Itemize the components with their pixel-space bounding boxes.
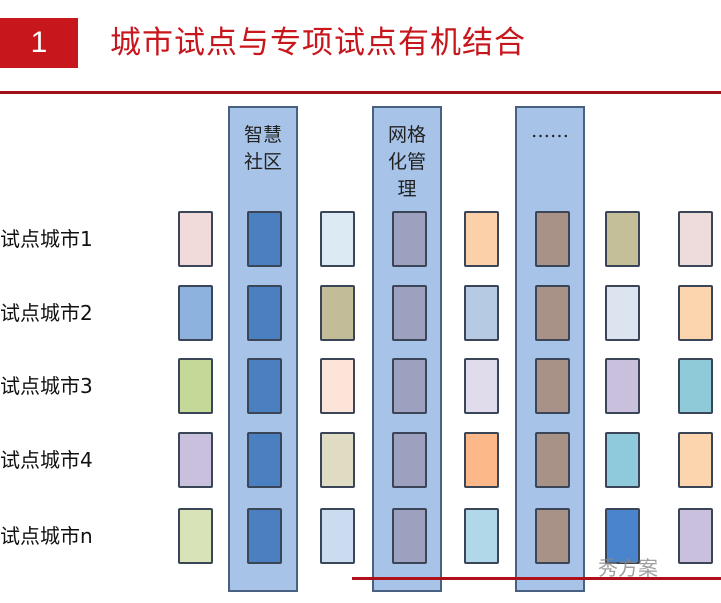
grid-cell [247,285,282,341]
grid-cell [392,508,427,564]
grid-cell [464,285,499,341]
grid-cell [392,285,427,341]
grid-cell [464,432,499,488]
grid-cell [678,432,713,488]
grid-cell [535,508,570,564]
grid-cell [178,432,213,488]
slide-title: 城市试点与专项试点有机结合 [110,25,526,61]
row-label: 试点城市4 [0,448,93,472]
grid-cell [247,432,282,488]
grid-cell [678,358,713,414]
grid-cell [392,358,427,414]
grid-cell [464,508,499,564]
grid-cell [178,211,213,267]
band-label: 网格 化管 理 [387,124,426,200]
grid-cell [320,285,355,341]
grid-cell [535,285,570,341]
grid-cell [678,285,713,341]
grid-cell [678,508,713,564]
bottom-divider [352,577,721,580]
grid-cell [320,211,355,267]
grid-cell [605,211,640,267]
grid-cell [247,211,282,267]
band-grid-management: 网格 化管 理 [372,106,442,592]
watermark: 秀方案 [598,556,658,580]
row-label: 试点城市1 [0,227,93,251]
grid-cell [320,358,355,414]
title-divider [0,91,721,94]
grid-cell [392,432,427,488]
grid-cell [178,285,213,341]
grid-cell [678,211,713,267]
grid-cell [464,358,499,414]
grid-cell [320,508,355,564]
grid-cell [605,285,640,341]
band-label: …… [531,120,569,142]
grid-cell [464,211,499,267]
grid-cell [535,358,570,414]
grid-cell [178,358,213,414]
grid-cell [392,211,427,267]
grid-cell [535,432,570,488]
grid-cell [605,432,640,488]
row-label: 试点城市3 [0,374,93,398]
section-number: 1 [0,18,78,68]
grid-cell [320,432,355,488]
grid-cell [535,211,570,267]
grid-cell [605,358,640,414]
band-label: 智慧 社区 [243,124,282,173]
grid-cell [178,508,213,564]
grid-cell [247,508,282,564]
grid-cell [605,508,640,564]
row-label: 试点城市n [0,524,93,548]
row-label: 试点城市2 [0,301,93,325]
grid-cell [247,358,282,414]
